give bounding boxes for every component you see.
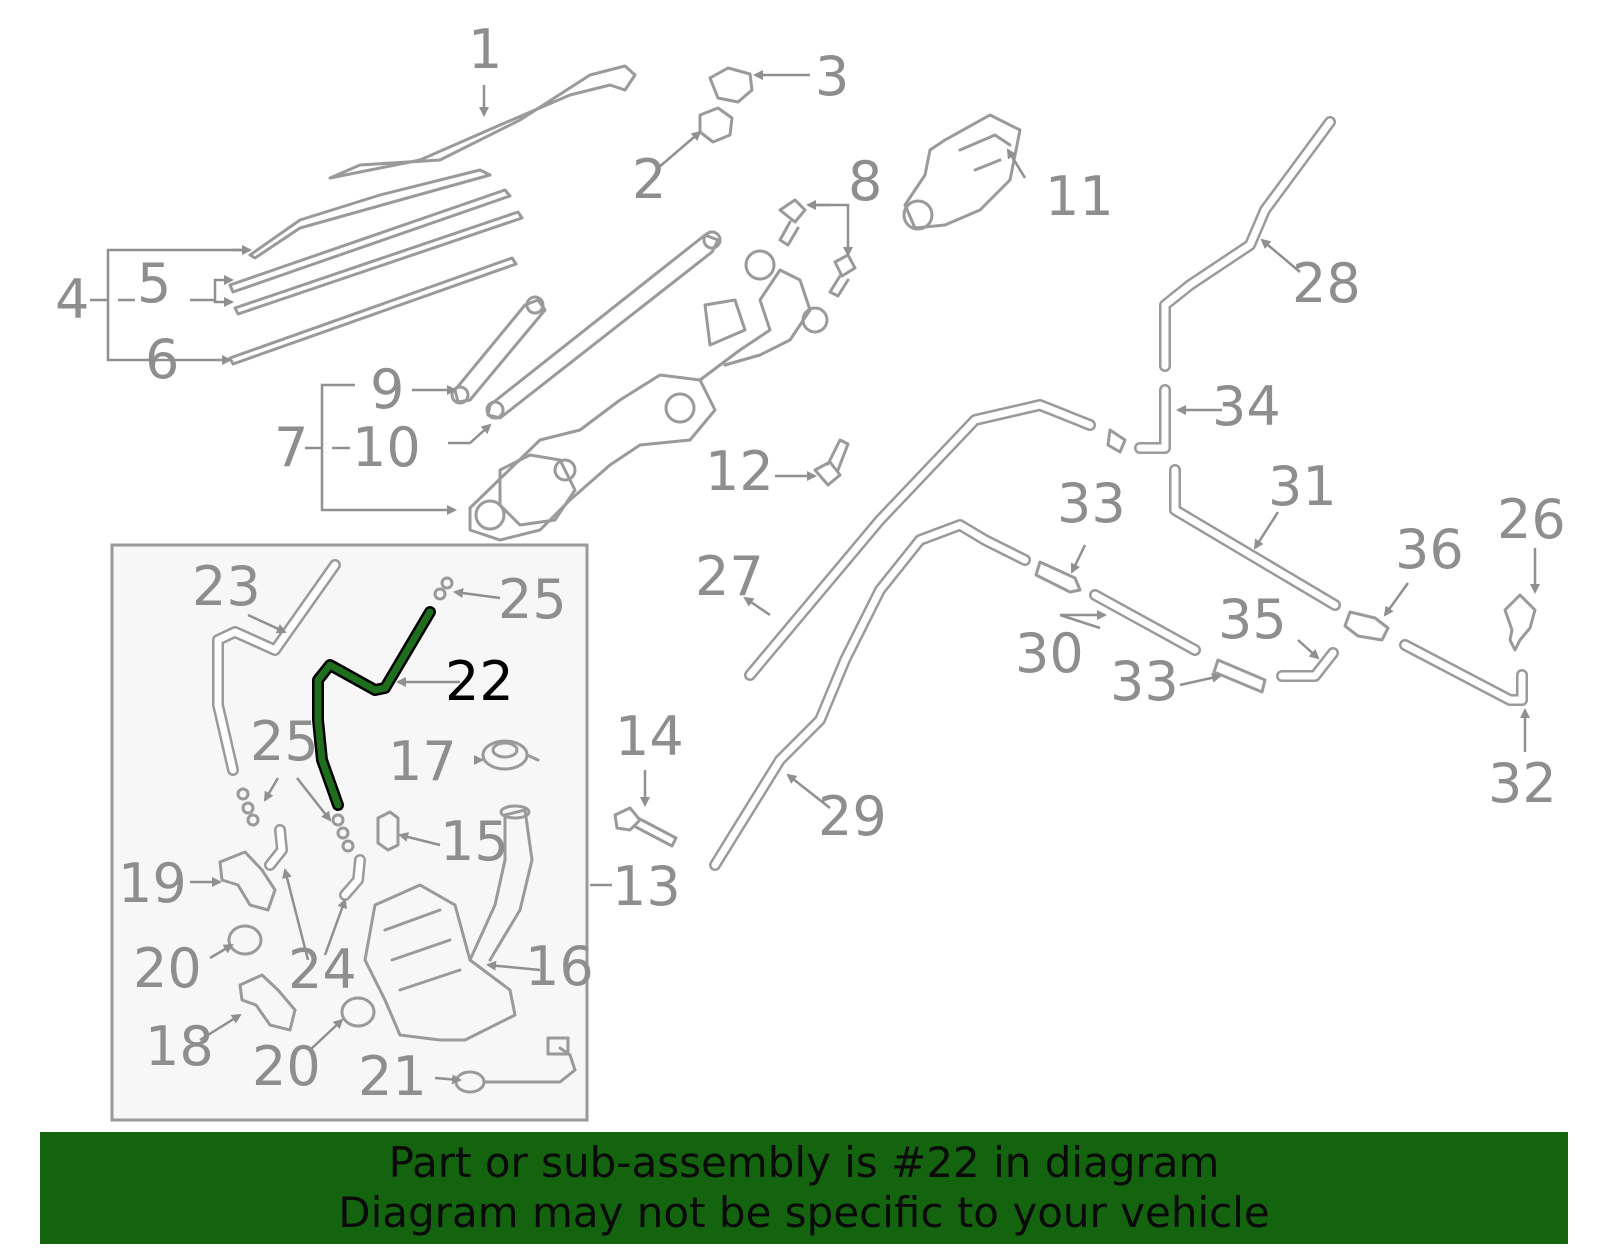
callout-28: 28 — [1292, 252, 1361, 315]
callout-27: 27 — [695, 545, 764, 608]
part-11-wiper-motor — [902, 113, 1022, 231]
callout-3: 3 — [815, 45, 849, 108]
callout-6: 6 — [145, 328, 179, 391]
callout-8: 8 — [848, 150, 882, 213]
callout-20a: 20 — [133, 937, 202, 1000]
part-8-bolt — [778, 198, 857, 298]
part-14-bolt — [613, 806, 678, 848]
callout-1: 1 — [468, 18, 502, 81]
callout-14: 14 — [615, 705, 684, 768]
callout-31: 31 — [1268, 455, 1337, 518]
callout-5: 5 — [137, 252, 171, 315]
callout-32: 32 — [1488, 752, 1557, 815]
part-27-hose — [744, 399, 1096, 681]
callout-19: 19 — [118, 852, 187, 915]
callout-29: 29 — [818, 785, 887, 848]
callout-13: 13 — [612, 855, 681, 918]
part-9-link-rod — [450, 295, 547, 405]
part-29-hose — [709, 519, 1031, 871]
part-10-link-rod — [485, 230, 722, 420]
callout-9: 9 — [370, 358, 404, 421]
callout-18: 18 — [145, 1015, 214, 1078]
part-33-connector — [1034, 560, 1267, 694]
callout-35: 35 — [1218, 588, 1287, 651]
callout-30: 30 — [1015, 622, 1084, 685]
part-30-hose — [1089, 589, 1201, 656]
callout-4: 4 — [55, 268, 89, 331]
part-19-pump — [218, 850, 277, 912]
part-6-wiper-blade-insert — [228, 256, 518, 366]
callout-17: 17 — [388, 730, 457, 793]
part-35-hose — [1276, 647, 1339, 682]
callout-34: 34 — [1212, 375, 1281, 438]
callout-25b: 25 — [250, 710, 319, 773]
callout-20b: 20 — [252, 1035, 321, 1098]
callout-33a: 33 — [1057, 472, 1126, 535]
part-20-grommet — [227, 924, 376, 1028]
part-25-connector — [236, 576, 454, 853]
part-34-hose-connector — [1106, 384, 1171, 454]
part-1-wiper-arm — [328, 64, 637, 180]
callout-36: 36 — [1395, 518, 1464, 581]
part-7-linkage-frame — [468, 249, 829, 542]
part-26-nozzle — [1503, 593, 1537, 652]
part-15-grommet — [376, 810, 400, 852]
part-3-cap — [708, 66, 754, 104]
part-36-connector — [1343, 610, 1390, 642]
callout-22: 22 — [445, 650, 514, 713]
part-24-hose — [264, 824, 366, 901]
banner-line-2: Diagram may not be specific to your vehi… — [338, 1188, 1270, 1237]
callout-15: 15 — [440, 810, 509, 873]
callout-12: 12 — [705, 440, 774, 503]
callout-33b: 33 — [1110, 650, 1179, 713]
part-32-hose — [1399, 639, 1528, 706]
callout-16: 16 — [525, 935, 594, 998]
part-16-reservoir — [363, 804, 534, 1042]
callout-11: 11 — [1045, 165, 1114, 228]
part-4-wiper-blade — [228, 168, 524, 316]
leader-lines — [90, 70, 1540, 1085]
part-12-bolt — [813, 438, 850, 487]
callout-10: 10 — [352, 416, 421, 479]
part-23-hose — [212, 559, 341, 776]
part-18-pump — [238, 973, 297, 1032]
part-info-banner: Part or sub-assembly is #22 in diagram D… — [40, 1132, 1568, 1244]
callout-23: 23 — [192, 555, 261, 618]
callout-labels: 1 2 3 4 5 6 7 8 9 10 11 12 13 14 15 16 1… — [55, 18, 1566, 1108]
callout-21: 21 — [358, 1045, 427, 1108]
part-28-hose — [1159, 116, 1336, 372]
part-2-nut — [698, 106, 734, 144]
callout-25a: 25 — [498, 568, 567, 631]
part-31-hose — [1169, 464, 1341, 611]
callout-2: 2 — [632, 148, 666, 211]
callout-26: 26 — [1497, 488, 1566, 551]
part-22-washer-hose — [312, 606, 436, 811]
callout-24: 24 — [288, 938, 357, 1001]
callout-7: 7 — [274, 416, 308, 479]
banner-line-1: Part or sub-assembly is #22 in diagram — [388, 1138, 1220, 1187]
